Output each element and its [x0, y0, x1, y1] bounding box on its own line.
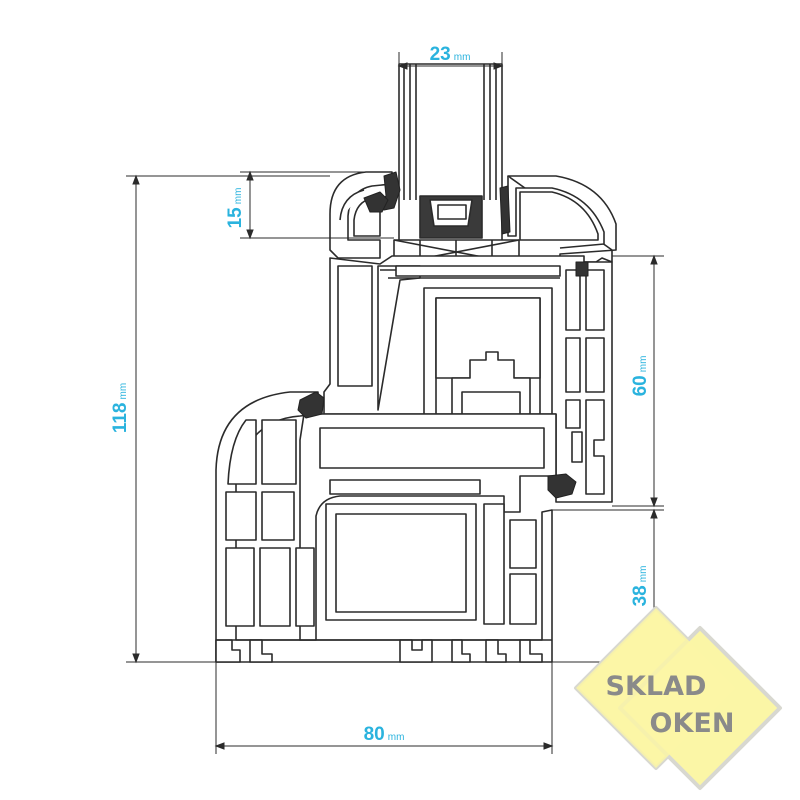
sash-body [323, 255, 613, 503]
sash-top-right [507, 175, 617, 263]
glazing-bead [329, 171, 393, 259]
dim-bead-height: 15mm [225, 188, 246, 229]
gasket-glass-outer-2 [363, 191, 389, 213]
gasket-frame-right [547, 473, 577, 499]
gasket-glass-inner [499, 185, 511, 235]
dim-total-height: 118mm [110, 383, 131, 433]
logo-line2: OKEN [650, 708, 735, 739]
gasket-sash-top-right [575, 261, 589, 277]
gaskets [297, 171, 589, 499]
sklad-oken-logo: SKLAD OKEN [574, 606, 782, 790]
gasket-sash-left [297, 391, 325, 419]
profile-drawing [215, 63, 617, 663]
glass-unit [398, 63, 503, 243]
dim-frame-height: 38mm [630, 566, 651, 607]
frame-body [215, 391, 557, 663]
logo-line1: SKLAD [606, 671, 707, 702]
dim-sash-height: 60mm [630, 356, 651, 397]
dimension-lines [126, 52, 664, 754]
